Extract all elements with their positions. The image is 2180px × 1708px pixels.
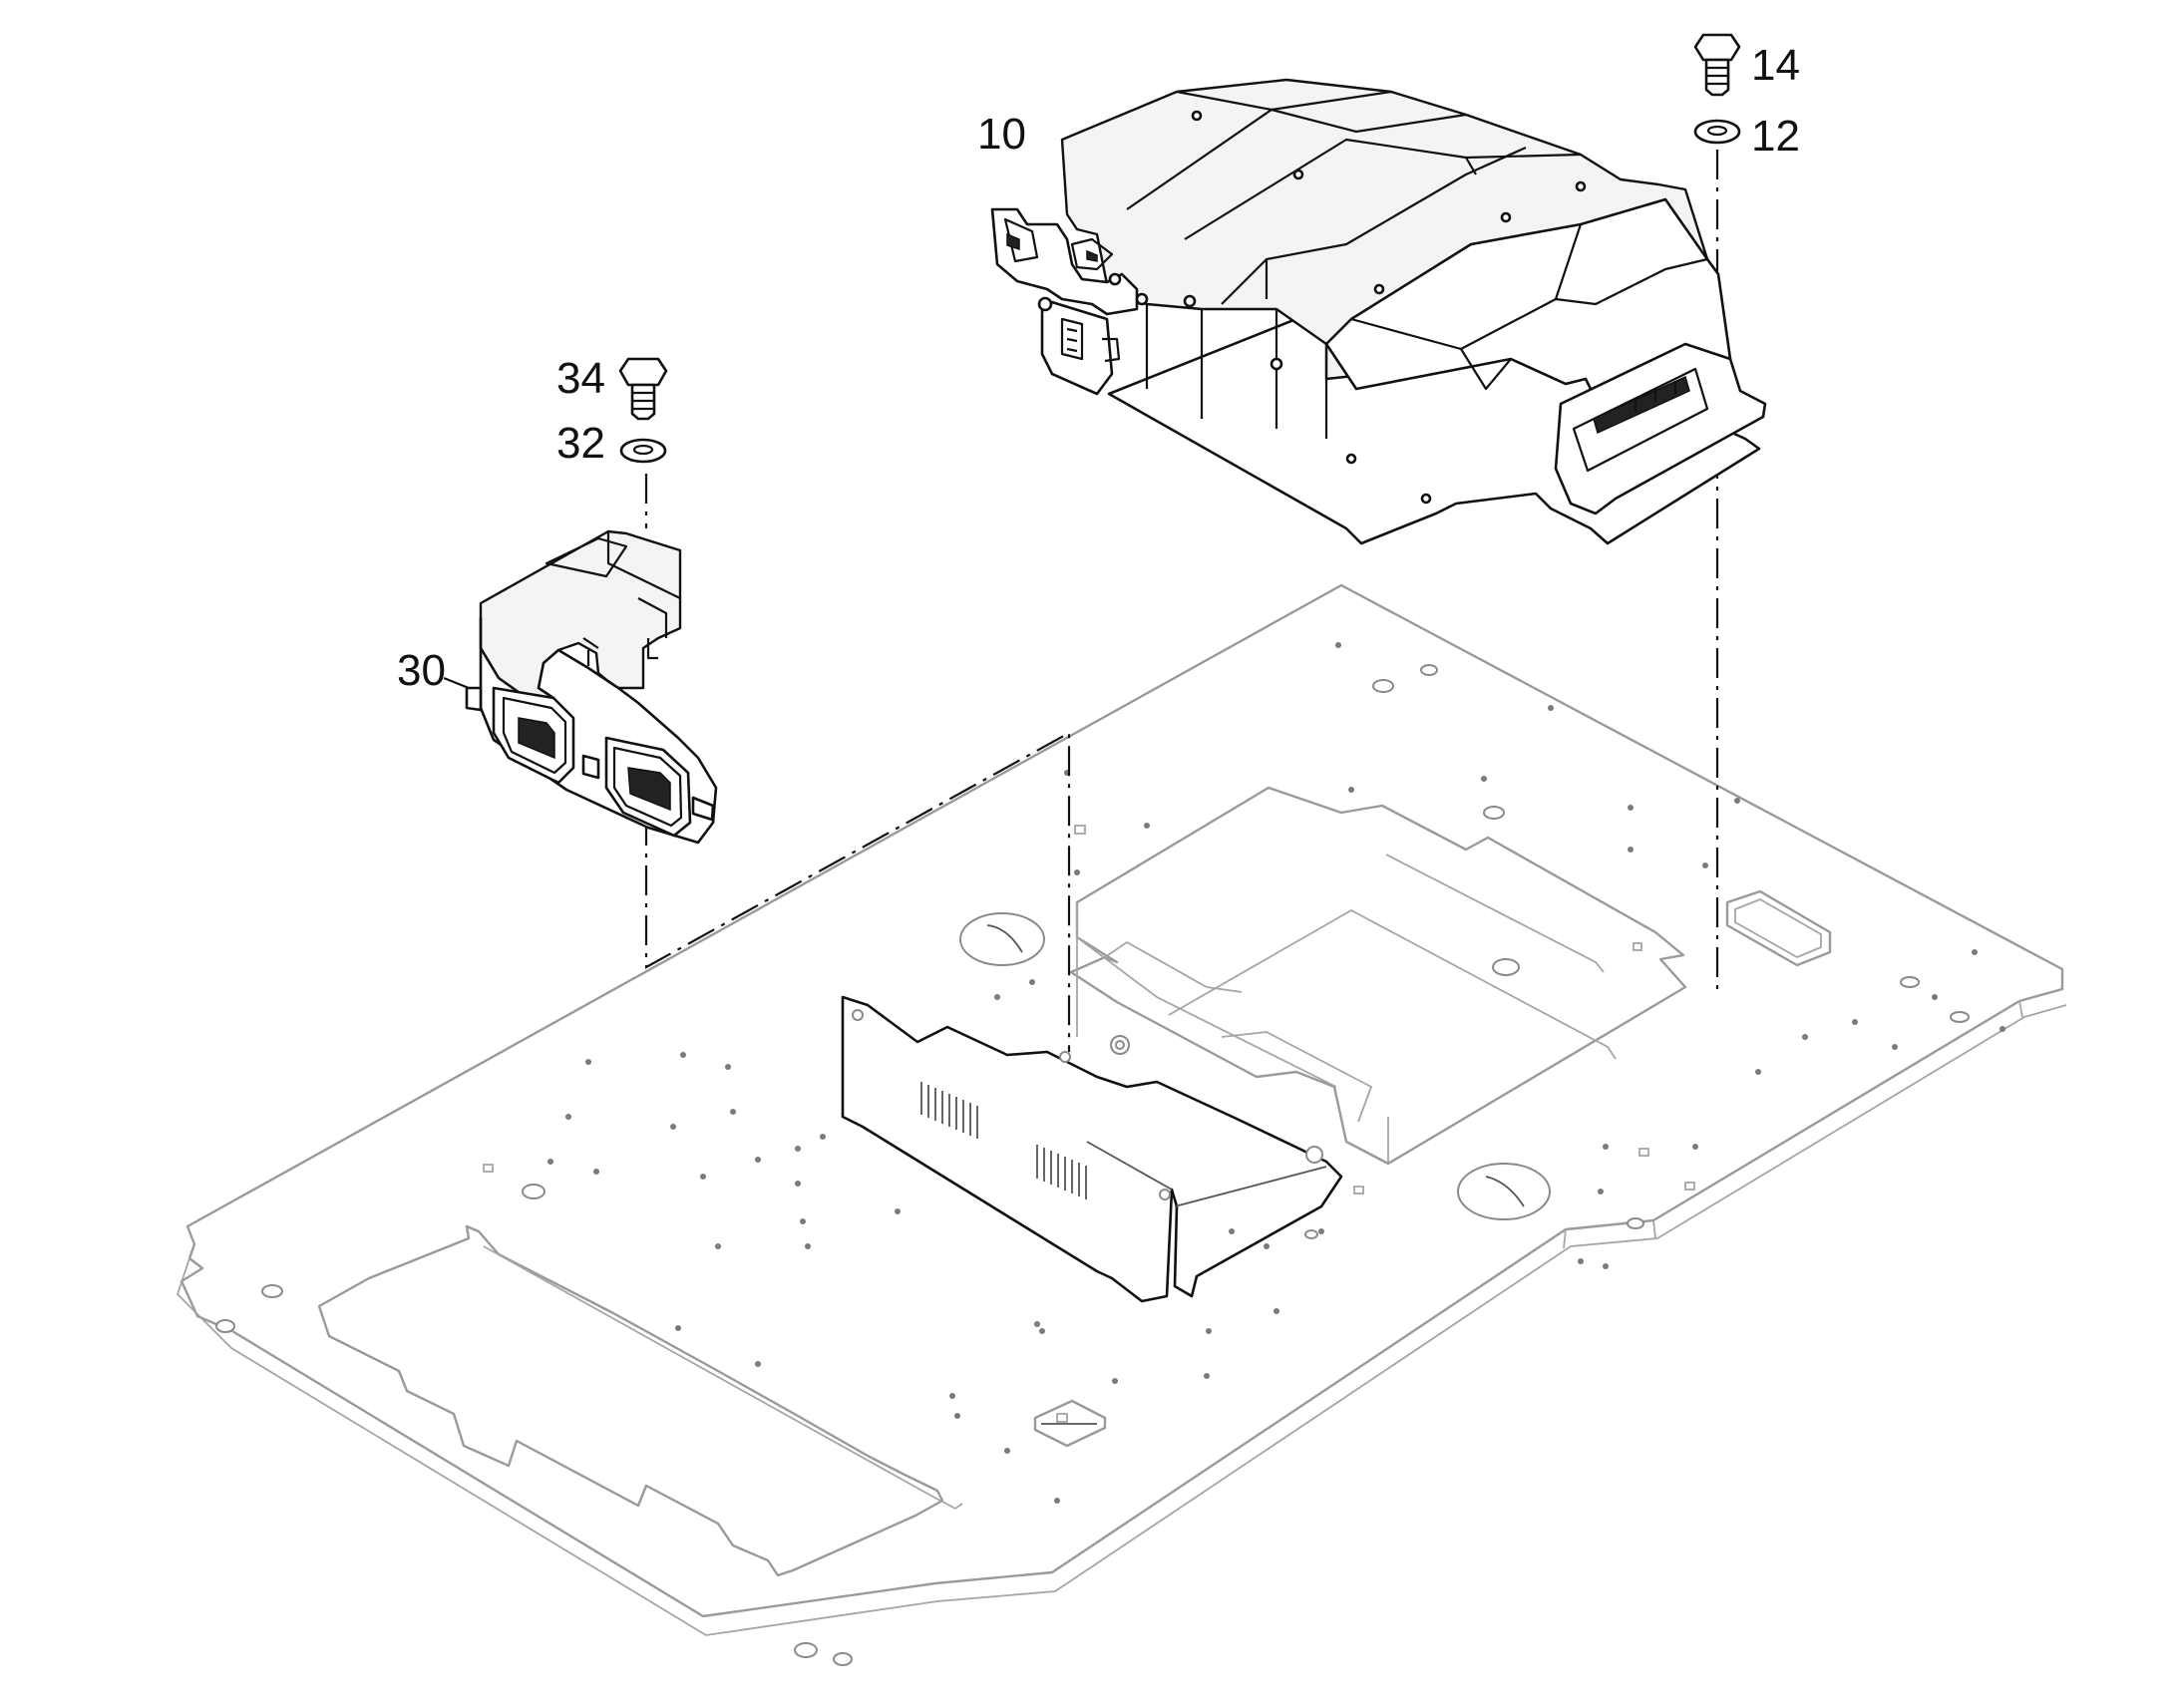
callout-bolt-34: 34 (556, 354, 605, 403)
callout-washer-12: 12 (1751, 112, 1800, 161)
hvac-unit (990, 78, 1767, 545)
callout-leaders (443, 676, 470, 690)
callout-unit-10: 10 (977, 110, 1026, 159)
callout-bolt-14: 14 (1751, 41, 1800, 90)
callout-washer-32: 32 (556, 419, 605, 468)
floor-plate (176, 583, 2067, 1666)
duct-part (465, 529, 718, 845)
bolt-left (618, 357, 668, 421)
washer-right (1693, 119, 1741, 145)
bolt-right (1693, 33, 1741, 97)
callout-duct-30: 30 (397, 646, 446, 695)
washer-left (619, 438, 667, 464)
